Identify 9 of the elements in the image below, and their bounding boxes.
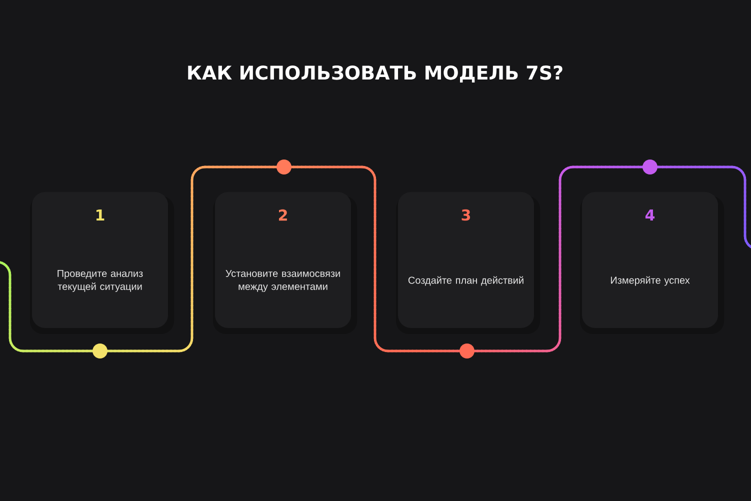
step-text: Установите взаимосвязи между элементами [226,270,340,292]
step-number: 3 [462,209,470,221]
step-text: Проведите анализ текущей ситуации [58,270,143,292]
step-text: Создайте план действий [408,276,524,286]
step-number: 1 [96,210,104,220]
title: КАК ИСПОЛЬЗОВАТЬ МОДЕЛЬ 7S? [188,65,562,83]
step-number: 4 [645,210,655,220]
step-text: Измеряйте успех [611,276,690,286]
step-number: 2 [278,209,287,221]
